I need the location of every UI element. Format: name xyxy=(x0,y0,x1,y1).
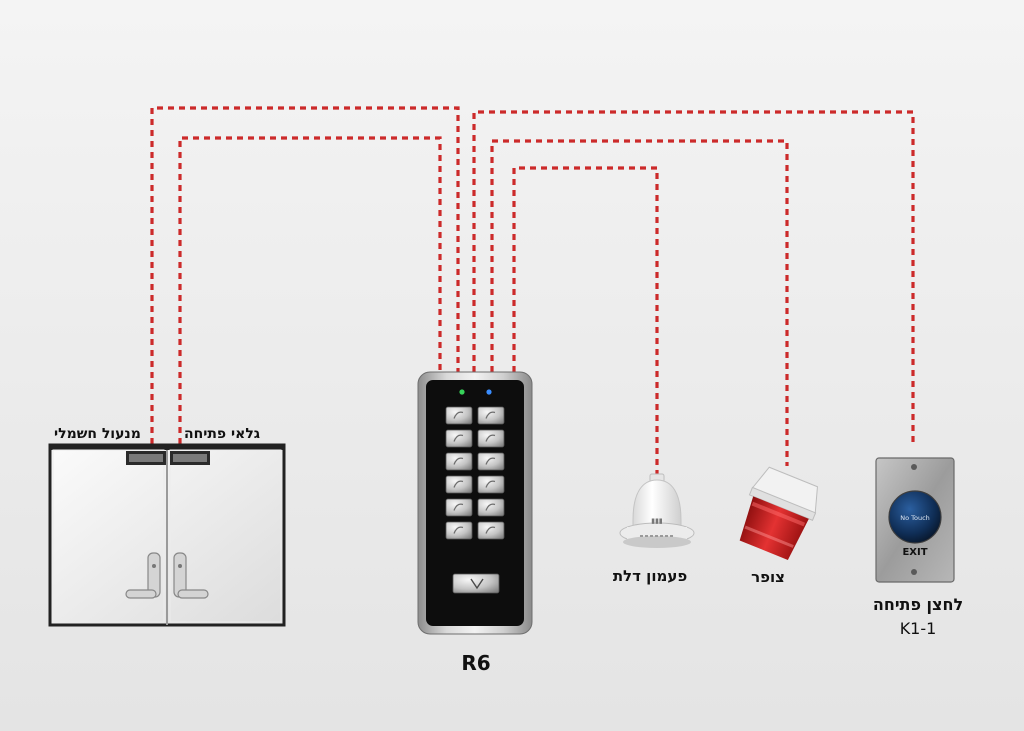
keypad-key-glyph xyxy=(453,503,464,511)
keypad-key-glyph xyxy=(453,457,464,465)
bell-icon: ▮▮▮ xyxy=(619,473,695,548)
label-electric-lock: מנעול חשמלי xyxy=(54,426,141,442)
door-handle-right xyxy=(173,552,209,599)
label-controller: R6 xyxy=(461,651,491,675)
status-led-blue xyxy=(486,389,492,395)
wire-door-bell xyxy=(512,166,659,475)
wires xyxy=(150,106,915,475)
keypad-key xyxy=(477,406,505,425)
label-siren: צופר xyxy=(751,568,785,586)
keypad-key-glyph xyxy=(453,526,464,534)
keypad-key-glyph xyxy=(453,411,464,419)
wire-electric-lock xyxy=(150,106,460,455)
keypad-key-glyph xyxy=(453,480,464,488)
keypad-key-glyph xyxy=(485,526,496,534)
label-exit-button-model: K1-1 xyxy=(899,619,937,638)
keypad-key xyxy=(445,452,473,471)
keypad-wide-key xyxy=(452,573,500,594)
keypad-key-glyph xyxy=(485,480,496,488)
siren-icon xyxy=(739,466,818,560)
double-door-icon xyxy=(48,443,286,627)
keypad-key-glyph xyxy=(485,411,496,419)
keypad-key-glyph xyxy=(485,434,496,442)
keypad-key xyxy=(445,475,473,494)
wire-open-sensor xyxy=(178,136,442,455)
label-door-bell: פעמון דלת xyxy=(612,567,688,585)
keypad-key xyxy=(477,521,505,540)
keypad-key xyxy=(445,429,473,448)
keypad-key xyxy=(445,498,473,517)
keypad-controller-icon xyxy=(417,371,533,635)
wire-siren xyxy=(490,139,789,466)
status-led-green xyxy=(459,389,465,395)
keypad-key-glyph xyxy=(485,457,496,465)
keypad-key xyxy=(445,406,473,425)
wire-exit-button xyxy=(472,110,915,447)
keypad-keys xyxy=(445,406,505,540)
door-handle-left xyxy=(125,552,161,599)
exit-button-icon: No Touch EXIT xyxy=(875,457,955,583)
keypad-key xyxy=(477,475,505,494)
svg-text:▮▮▮: ▮▮▮ xyxy=(651,517,663,525)
exit-button-top-text: No Touch xyxy=(900,514,930,522)
exit-button-bottom-text: EXIT xyxy=(902,547,927,558)
keypad-key xyxy=(477,498,505,517)
label-exit-button: לחצן פתיחה xyxy=(872,595,964,614)
keypad-key-glyph xyxy=(453,434,464,442)
keypad-key xyxy=(477,452,505,471)
keypad-key xyxy=(477,429,505,448)
keypad-key xyxy=(445,521,473,540)
label-open-sensor: גלאי פתיחה xyxy=(184,426,261,442)
keypad-key-glyph xyxy=(485,503,496,511)
